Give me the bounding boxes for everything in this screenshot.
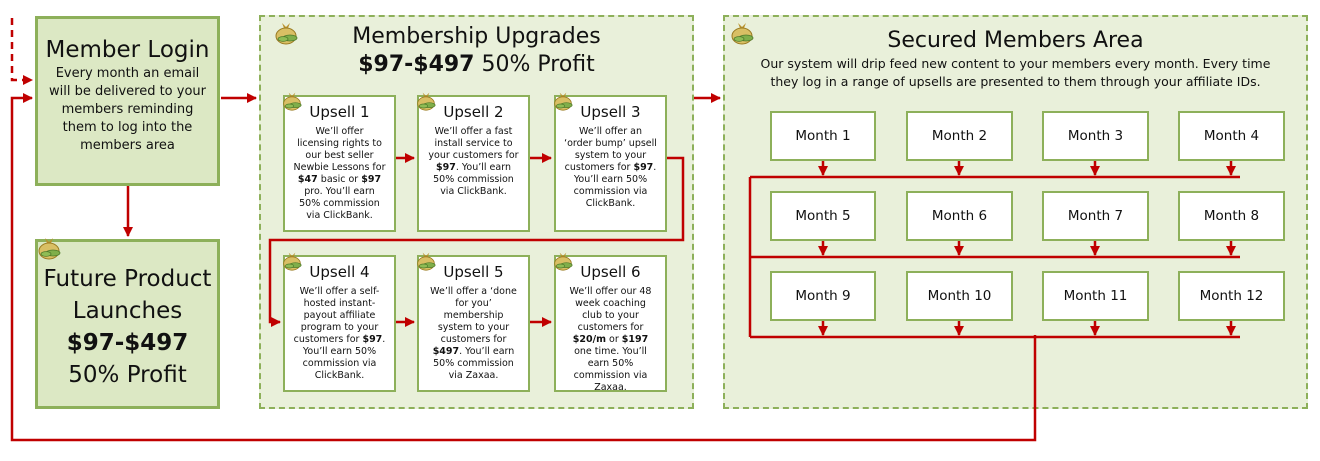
upsell-description: We’ll offer licensing rights to our best… <box>285 122 394 222</box>
money-bag-icon <box>281 251 303 271</box>
description-text: pro. You’ll earn 50% commission via Clic… <box>299 186 380 221</box>
description-text: . You’ll earn 50% commission via ClickBa… <box>433 162 514 197</box>
secured-description: Our system will drip feed new content to… <box>760 56 1271 89</box>
upsell-description: We’ll offer a fast install service to yo… <box>419 122 528 198</box>
price-text: $97 <box>633 162 654 173</box>
month-box: Month 11 <box>1042 271 1149 321</box>
month-box: Month 3 <box>1042 111 1149 161</box>
price-text: $47 <box>297 174 318 185</box>
future-line1: Future Product <box>43 266 212 292</box>
upsell-card-6: Upsell 6 We’ll offer our 48 week coachin… <box>554 252 667 394</box>
future-profit: 50% Profit <box>68 362 187 388</box>
upsell-title: Upsell 5 <box>443 263 504 281</box>
upsell-description: We’ll offer our 48 week coaching club to… <box>556 282 665 394</box>
description-text: We’ll offer a self-hosted instant-payout… <box>293 286 380 345</box>
description-text: . You’ll earn 50% commission via ClickBa… <box>302 334 386 381</box>
upsell-title: Upsell 6 <box>580 263 641 281</box>
month-box: Month 12 <box>1178 271 1285 321</box>
description-text: We’ll offer an ‘order bump’ upsell syste… <box>564 126 657 173</box>
upsell-card-2: Upsell 2 We’ll offer a fast install serv… <box>417 92 530 232</box>
month-box: Month 9 <box>770 271 876 321</box>
money-bag-icon <box>415 251 437 271</box>
upsell-title: Upsell 4 <box>309 263 370 281</box>
member-login-title: Member Login <box>45 37 210 63</box>
member-login-text: Every month an email will be delivered t… <box>48 66 206 153</box>
month-box: Month 7 <box>1042 191 1149 241</box>
upsell-card-1: Upsell 1 We’ll offer licensing rights to… <box>283 92 396 232</box>
upsell-title: Upsell 2 <box>443 103 504 121</box>
incoming-dashed-arrow <box>10 18 33 85</box>
month-box: Month 5 <box>770 191 876 241</box>
upsell-description: We’ll offer an ‘order bump’ upsell syste… <box>556 122 665 210</box>
description-text: or <box>605 334 622 345</box>
description-text: one time. You’ll earn 50% commission via… <box>573 346 648 393</box>
upsell-description: We’ll offer a self-hosted instant-payout… <box>285 282 394 382</box>
upsell-card-4: Upsell 4 We’ll offer a self-hosted insta… <box>283 252 396 392</box>
month-box: Month 6 <box>906 191 1013 241</box>
upgrades-profit: 50% Profit <box>474 52 595 77</box>
money-bag-icon <box>552 251 574 271</box>
money-bag-icon <box>415 91 437 111</box>
month-box: Month 4 <box>1178 111 1285 161</box>
description-text: We’ll offer our 48 week coaching club to… <box>569 286 652 333</box>
price-text: $97 <box>362 334 383 345</box>
month-box: Month 10 <box>906 271 1013 321</box>
upsell-card-5: Upsell 5 We’ll offer a ‘done for you’ me… <box>417 252 530 392</box>
money-bag-icon <box>281 91 303 111</box>
month-box: Month 2 <box>906 111 1013 161</box>
future-line2: Launches <box>72 298 183 324</box>
upsell-title: Upsell 1 <box>309 103 370 121</box>
description-text: We’ll offer a fast install service to yo… <box>428 126 519 161</box>
upgrades-price: $97-$497 <box>358 52 475 77</box>
month-box: Month 8 <box>1178 191 1285 241</box>
money-bag-icon <box>36 236 62 260</box>
upsell-title: Upsell 3 <box>580 103 641 121</box>
price-text: $97 <box>361 174 382 185</box>
description-text: . You’ll earn 50% commission via Zaxaa. <box>433 346 515 381</box>
upgrades-price-line: $97-$497 50% Profit <box>261 51 692 79</box>
future-launches-box: Future Product Launches $97-$497 50% Pro… <box>35 236 220 409</box>
money-bag-icon <box>729 21 755 45</box>
description-text: We’ll offer a ‘done for you’ membership … <box>430 286 517 345</box>
secured-title: Secured Members Area <box>887 28 1144 53</box>
price-text: $497 <box>432 346 460 357</box>
description-text: . You’ll earn 50% commission via ClickBa… <box>573 162 657 209</box>
upsell-card-3: Upsell 3 We’ll offer an ‘order bump’ ups… <box>554 92 667 232</box>
future-price: $97-$497 <box>66 330 189 356</box>
description-text: basic or <box>317 174 362 185</box>
price-text: $20/m <box>572 334 606 345</box>
description-text: We’ll offer licensing rights to our best… <box>293 126 386 173</box>
loop-back-arrow <box>10 93 1037 442</box>
upsell-3-to-4-arrow <box>268 156 685 327</box>
member-login-box: Member Login Every month an email will b… <box>35 16 220 186</box>
month-box: Month 1 <box>770 111 876 161</box>
upgrades-title: Membership Upgrades <box>352 24 601 49</box>
money-bag-icon <box>552 91 574 111</box>
price-text: $197 <box>621 334 649 345</box>
upsell-description: We’ll offer a ‘done for you’ membership … <box>419 282 528 382</box>
price-text: $97 <box>435 162 456 173</box>
money-bag-icon <box>273 21 299 45</box>
